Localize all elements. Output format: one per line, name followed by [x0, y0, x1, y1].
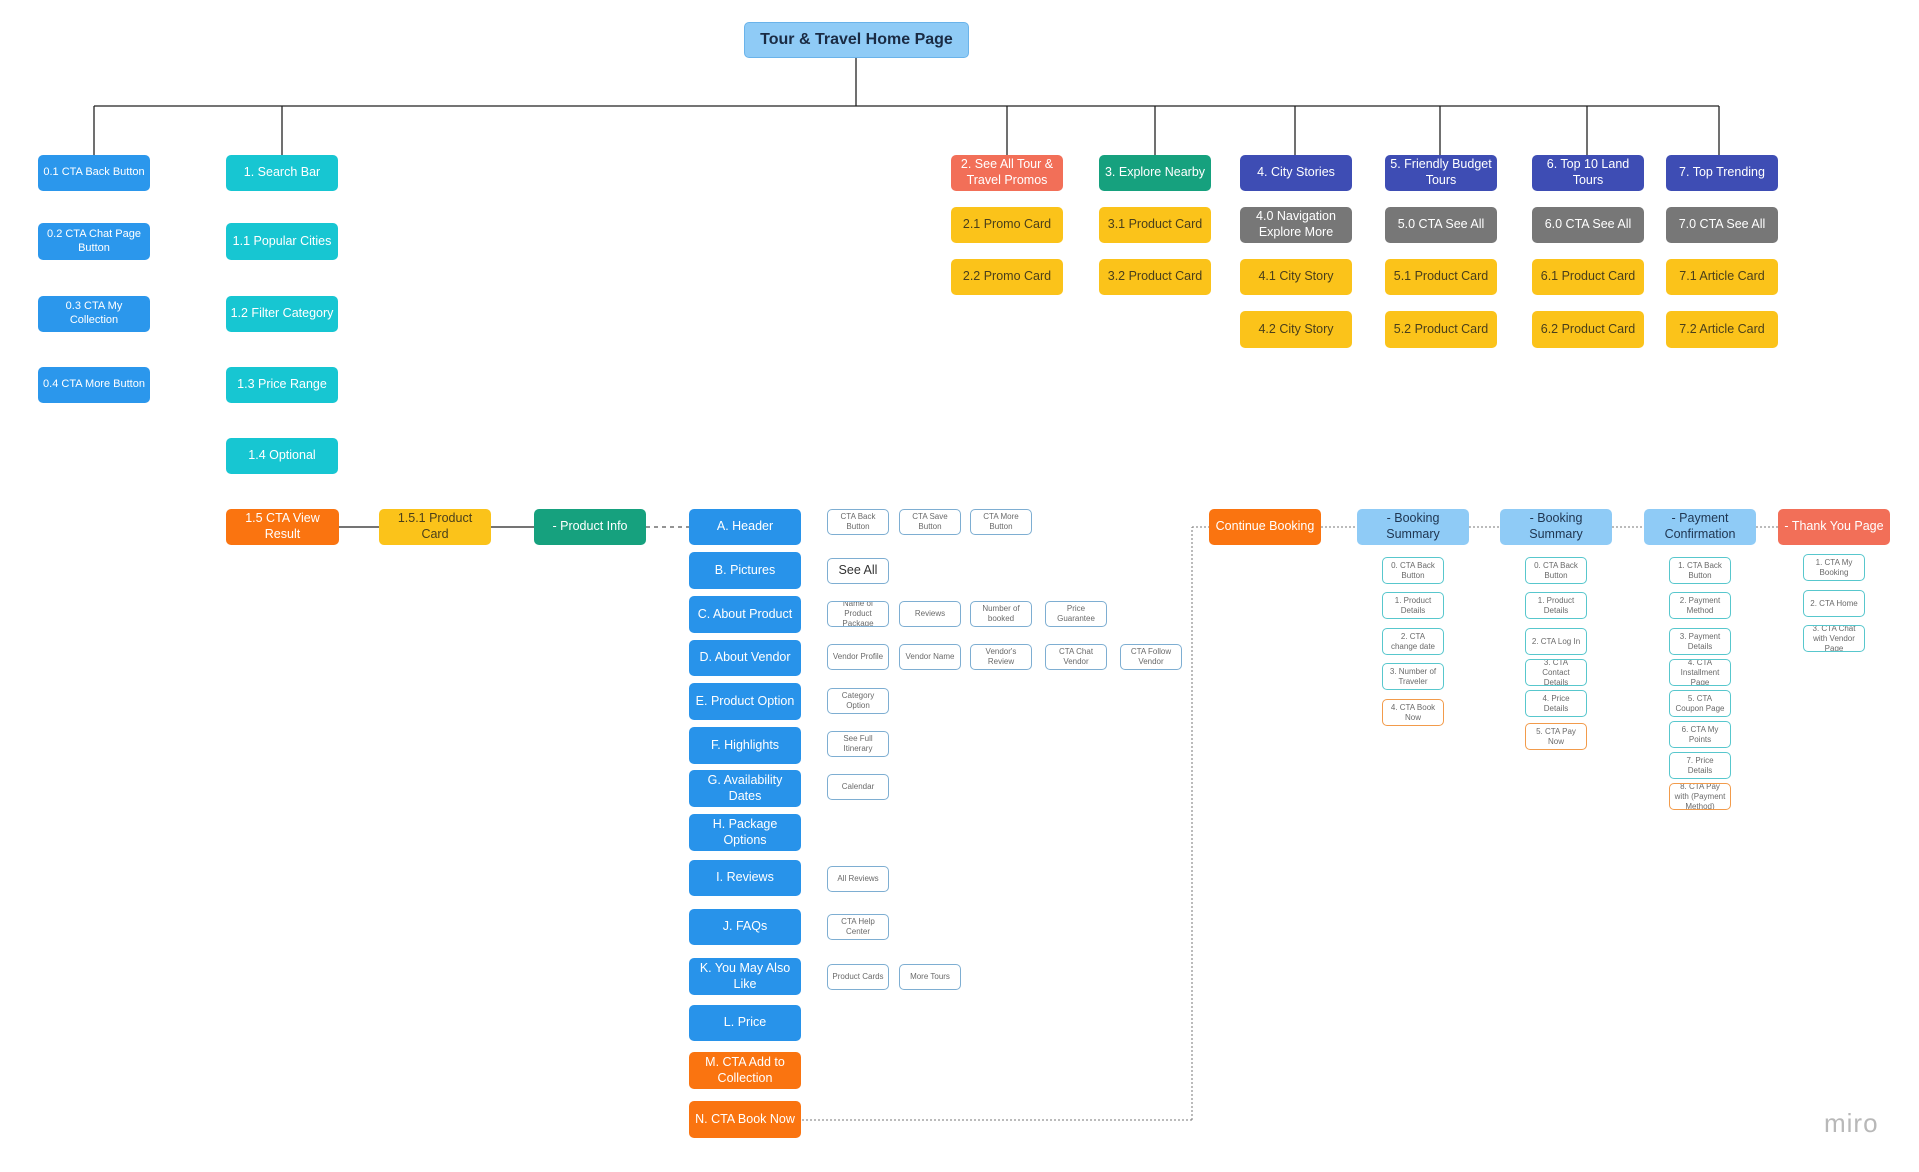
- thanks-cta-my-booking: 1. CTA My Booking: [1803, 554, 1865, 581]
- item-calendar: Calendar: [827, 774, 889, 800]
- item-cta-follow-vendor: CTA Follow Vendor: [1120, 644, 1182, 670]
- node-top-trending: 7. Top Trending: [1666, 155, 1778, 191]
- item-see-all: See All: [827, 558, 889, 584]
- item-vendors-review: Vendor's Review: [970, 644, 1032, 670]
- node-payment-confirmation: - Payment Confirmation: [1644, 509, 1756, 545]
- section-about-product: C. About Product: [689, 596, 801, 633]
- pay-payment-method: 2. Payment Method: [1669, 592, 1731, 619]
- section-cta-book-now: N. CTA Book Now: [689, 1101, 801, 1138]
- node-filter-category: 1.2 Filter Category: [226, 296, 338, 332]
- node-promo-card-1: 2.1 Promo Card: [951, 207, 1063, 243]
- node-booking-summary-1: - Booking Summary: [1357, 509, 1469, 545]
- node-top-10-land-tours: 6. Top 10 Land Tours: [1532, 155, 1644, 191]
- node-cta-back: 0.1 CTA Back Button: [38, 155, 150, 191]
- node-promo-card-2: 2.2 Promo Card: [951, 259, 1063, 295]
- node-product-card-3-1: 3.1 Product Card: [1099, 207, 1211, 243]
- section-price: L. Price: [689, 1005, 801, 1041]
- node-price-range: 1.3 Price Range: [226, 367, 338, 403]
- item-more-tours: More Tours: [899, 964, 961, 990]
- item-cta-save-button: CTA Save Button: [899, 509, 961, 535]
- b1-cta-book-now: 4. CTA Book Now: [1382, 699, 1444, 726]
- node-product-card-3-2: 3.2 Product Card: [1099, 259, 1211, 295]
- node-see-all-6: 6.0 CTA See All: [1532, 207, 1644, 243]
- node-cta-my-collection: 0.3 CTA My Collection: [38, 296, 150, 332]
- item-see-full-itinerary: See Full Itinerary: [827, 731, 889, 757]
- node-friendly-budget-tours: 5. Friendly Budget Tours: [1385, 155, 1497, 191]
- node-product-card-6-1: 6.1 Product Card: [1532, 259, 1644, 295]
- node-popular-cities: 1.1 Popular Cities: [226, 223, 338, 260]
- b2-cta-back-button: 0. CTA Back Button: [1525, 557, 1587, 584]
- item-category-option: Category Option: [827, 688, 889, 714]
- pay-cta-my-points: 6. CTA My Points: [1669, 721, 1731, 748]
- node-thank-you-page: - Thank You Page: [1778, 509, 1890, 545]
- item-cta-more-button: CTA More Button: [970, 509, 1032, 535]
- thanks-cta-home: 2. CTA Home: [1803, 590, 1865, 617]
- node-product-card-1-5-1: 1.5.1 Product Card: [379, 509, 491, 545]
- node-optional: 1.4 Optional: [226, 438, 338, 474]
- b1-cta-back-button: 0. CTA Back Button: [1382, 557, 1444, 584]
- node-see-all-7: 7.0 CTA See All: [1666, 207, 1778, 243]
- item-all-reviews: All Reviews: [827, 866, 889, 892]
- item-price-guarantee: Price Guarantee: [1045, 601, 1107, 627]
- pay-cta-back-button: 1. CTA Back Button: [1669, 557, 1731, 584]
- node-product-card-6-2: 6.2 Product Card: [1532, 311, 1644, 348]
- section-faqs: J. FAQs: [689, 909, 801, 945]
- item-vendor-name: Vendor Name: [899, 644, 961, 670]
- root-node: Tour & Travel Home Page: [744, 22, 969, 58]
- section-availability-dates: G. Availability Dates: [689, 770, 801, 807]
- node-article-card-2: 7.2 Article Card: [1666, 311, 1778, 348]
- node-city-story-2: 4.2 City Story: [1240, 311, 1352, 348]
- item-reviews: Reviews: [899, 601, 961, 627]
- node-product-card-5-1: 5.1 Product Card: [1385, 259, 1497, 295]
- node-city-stories: 4. City Stories: [1240, 155, 1352, 191]
- b1-product-details: 1. Product Details: [1382, 592, 1444, 619]
- node-cta-more: 0.4 CTA More Button: [38, 367, 150, 403]
- item-cta-chat-vendor: CTA Chat Vendor: [1045, 644, 1107, 670]
- item-cta-help-center: CTA Help Center: [827, 914, 889, 940]
- item-cta-back-button: CTA Back Button: [827, 509, 889, 535]
- section-you-may-also-like: K. You May Also Like: [689, 958, 801, 995]
- b2-cta-pay-now: 5. CTA Pay Now: [1525, 723, 1587, 750]
- item-product-cards: Product Cards: [827, 964, 889, 990]
- node-continue-booking: Continue Booking: [1209, 509, 1321, 545]
- node-booking-summary-2: - Booking Summary: [1500, 509, 1612, 545]
- node-product-info: - Product Info: [534, 509, 646, 545]
- b1-cta-change-date: 2. CTA change date: [1382, 628, 1444, 655]
- section-product-option: E. Product Option: [689, 683, 801, 720]
- node-see-all-5: 5.0 CTA See All: [1385, 207, 1497, 243]
- b2-price-details: 4. Price Details: [1525, 690, 1587, 717]
- pay-price-details: 7. Price Details: [1669, 752, 1731, 779]
- b2-cta-contact-details: 3. CTA Contact Details: [1525, 659, 1587, 686]
- node-cta-view-result: 1.5 CTA View Result: [226, 509, 339, 545]
- b2-product-details: 1. Product Details: [1525, 592, 1587, 619]
- item-number-of-booked: Number of booked: [970, 601, 1032, 627]
- node-city-story-1: 4.1 City Story: [1240, 259, 1352, 295]
- section-header: A. Header: [689, 509, 801, 545]
- node-navigation-explore-more: 4.0 Navigation Explore More: [1240, 207, 1352, 243]
- thanks-cta-chat-vendor-page: 3. CTA Chat with Vendor Page: [1803, 625, 1865, 652]
- node-see-all-promos: 2. See All Tour & Travel Promos: [951, 155, 1063, 191]
- node-search-bar: 1. Search Bar: [226, 155, 338, 191]
- section-about-vendor: D. About Vendor: [689, 640, 801, 676]
- node-explore-nearby: 3. Explore Nearby: [1099, 155, 1211, 191]
- section-cta-add-to-collection: M. CTA Add to Collection: [689, 1052, 801, 1089]
- miro-watermark: miro: [1824, 1108, 1879, 1138]
- node-product-card-5-2: 5.2 Product Card: [1385, 311, 1497, 348]
- pay-cta-installment-page: 4. CTA Installment Page: [1669, 659, 1731, 686]
- item-name-of-product-package: Name of Product Package: [827, 601, 889, 627]
- section-reviews: I. Reviews: [689, 860, 801, 896]
- pay-payment-details: 3. Payment Details: [1669, 628, 1731, 655]
- pay-cta-coupon-page: 5. CTA Coupon Page: [1669, 690, 1731, 717]
- b1-number-of-traveler: 3. Number of Traveler: [1382, 663, 1444, 690]
- section-highlights: F. Highlights: [689, 727, 801, 764]
- section-pictures: B. Pictures: [689, 552, 801, 589]
- pay-cta-pay-with-method: 8. CTA Pay with (Payment Method): [1669, 783, 1731, 810]
- item-vendor-profile: Vendor Profile: [827, 644, 889, 670]
- b2-cta-log-in: 2. CTA Log In: [1525, 628, 1587, 655]
- section-package-options: H. Package Options: [689, 814, 801, 851]
- node-cta-chat-page: 0.2 CTA Chat Page Button: [38, 223, 150, 260]
- node-article-card-1: 7.1 Article Card: [1666, 259, 1778, 295]
